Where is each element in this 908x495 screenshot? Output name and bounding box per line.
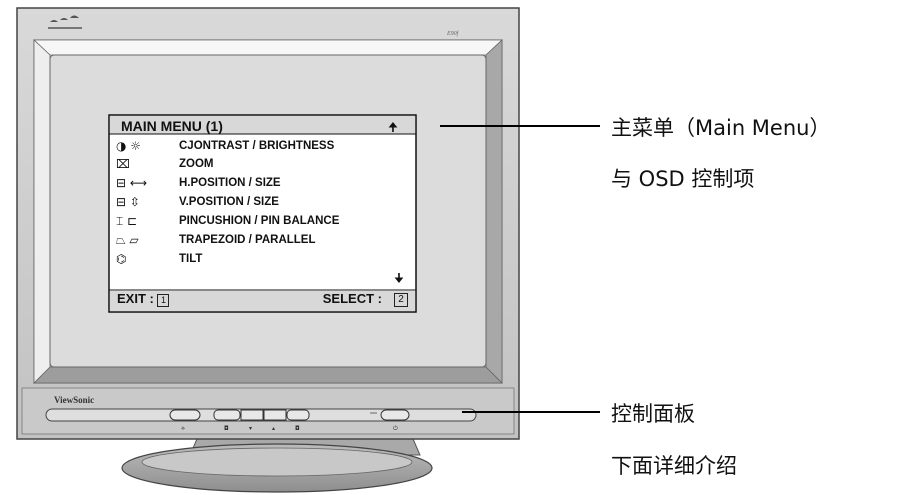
v-position-size-icon: ⊟ ⇳ xyxy=(116,195,140,209)
exit-label: EXIT xyxy=(117,291,146,306)
menu-item-label: ZOOM xyxy=(179,158,214,170)
osd-panel-frame xyxy=(108,114,417,313)
exit-hint: EXIT : 1 xyxy=(117,291,170,307)
control-panel-detail-callout: 下面详细介绍 xyxy=(611,454,737,478)
contrast-brightness-icon: ◑ ☼ xyxy=(116,139,142,153)
exit-key-icon: 1 xyxy=(157,294,170,307)
tilt-icon: ⌬ xyxy=(116,252,127,266)
menu-item-tilt[interactable]: ⌬ TILT xyxy=(109,251,416,269)
arrow-down-icon: 🠋 xyxy=(394,271,404,285)
osd-controls-callout: 与 OSD 控制项 xyxy=(611,167,755,191)
zoom-icon: ⌧ xyxy=(116,157,130,171)
main-menu-callout: 主菜单（Main Menu） xyxy=(611,116,831,140)
menu-item-contrast-brightness[interactable]: ◑ ☼ CJONTRAST / BRIGHTNESS xyxy=(109,138,416,156)
brand-label: ViewSonic xyxy=(54,395,95,405)
svg-text:◘: ◘ xyxy=(295,425,300,432)
menu-item-label: TRAPEZOID / PARALLEL xyxy=(179,234,316,246)
osd-menu-title: MAIN MENU (1) xyxy=(121,118,223,134)
select-key-icon: 2 xyxy=(394,293,408,307)
menu-item-zoom[interactable]: ⌧ ZOOM xyxy=(109,156,416,174)
pincushion-icon: ⌶ ⊏ xyxy=(116,214,138,228)
trapezoid-parallel-icon: ⏢ ▱ xyxy=(116,233,139,247)
menu-item-label: TILT xyxy=(179,253,203,265)
svg-text:▾: ▾ xyxy=(249,425,252,432)
select-label: SELECT : xyxy=(322,291,382,306)
menu-item-label: H.POSITION / SIZE xyxy=(179,177,281,189)
menu-item-v-position-size[interactable]: ⊟ ⇳ V.POSITION / SIZE xyxy=(109,194,416,212)
menu-item-h-position-size[interactable]: ⊟ ⟷ H.POSITION / SIZE xyxy=(109,175,416,193)
menu-item-label: V.POSITION / SIZE xyxy=(179,196,279,208)
viewsonic-birds-logo xyxy=(48,15,82,29)
osd-main-menu: MAIN MENU (1) 🠉 ◑ ☼ CJONTRAST / BRIGHTNE… xyxy=(109,115,416,312)
arrow-up-icon: 🠉 xyxy=(388,120,398,134)
svg-text:⟡: ⟡ xyxy=(181,425,185,432)
menu-item-pincushion[interactable]: ⌶ ⊏ PINCUSHION / PIN BALANCE xyxy=(109,213,416,231)
control-panel-callout: 控制面板 xyxy=(611,402,695,426)
svg-text:▴: ▴ xyxy=(272,425,275,432)
monitor-stand xyxy=(121,431,433,493)
menu-item-label: CJONTRAST / BRIGHTNESS xyxy=(179,140,335,152)
svg-text:⏻: ⏻ xyxy=(393,425,398,432)
menu-item-trapezoid-parallel[interactable]: ⏢ ▱ TRAPEZOID / PARALLEL xyxy=(109,232,416,250)
osd-footer: EXIT : 1 SELECT : 2 xyxy=(109,291,416,309)
h-position-size-icon: ⊟ ⟷ xyxy=(116,176,148,190)
menu-item-label: PINCUSHION / PIN BALANCE xyxy=(179,215,340,227)
control-buttons: ⟡ ◘ ▾ ▴ ◘ ⏻ xyxy=(45,408,477,432)
svg-text:◘: ◘ xyxy=(224,425,229,432)
model-label: E90f xyxy=(447,31,459,37)
